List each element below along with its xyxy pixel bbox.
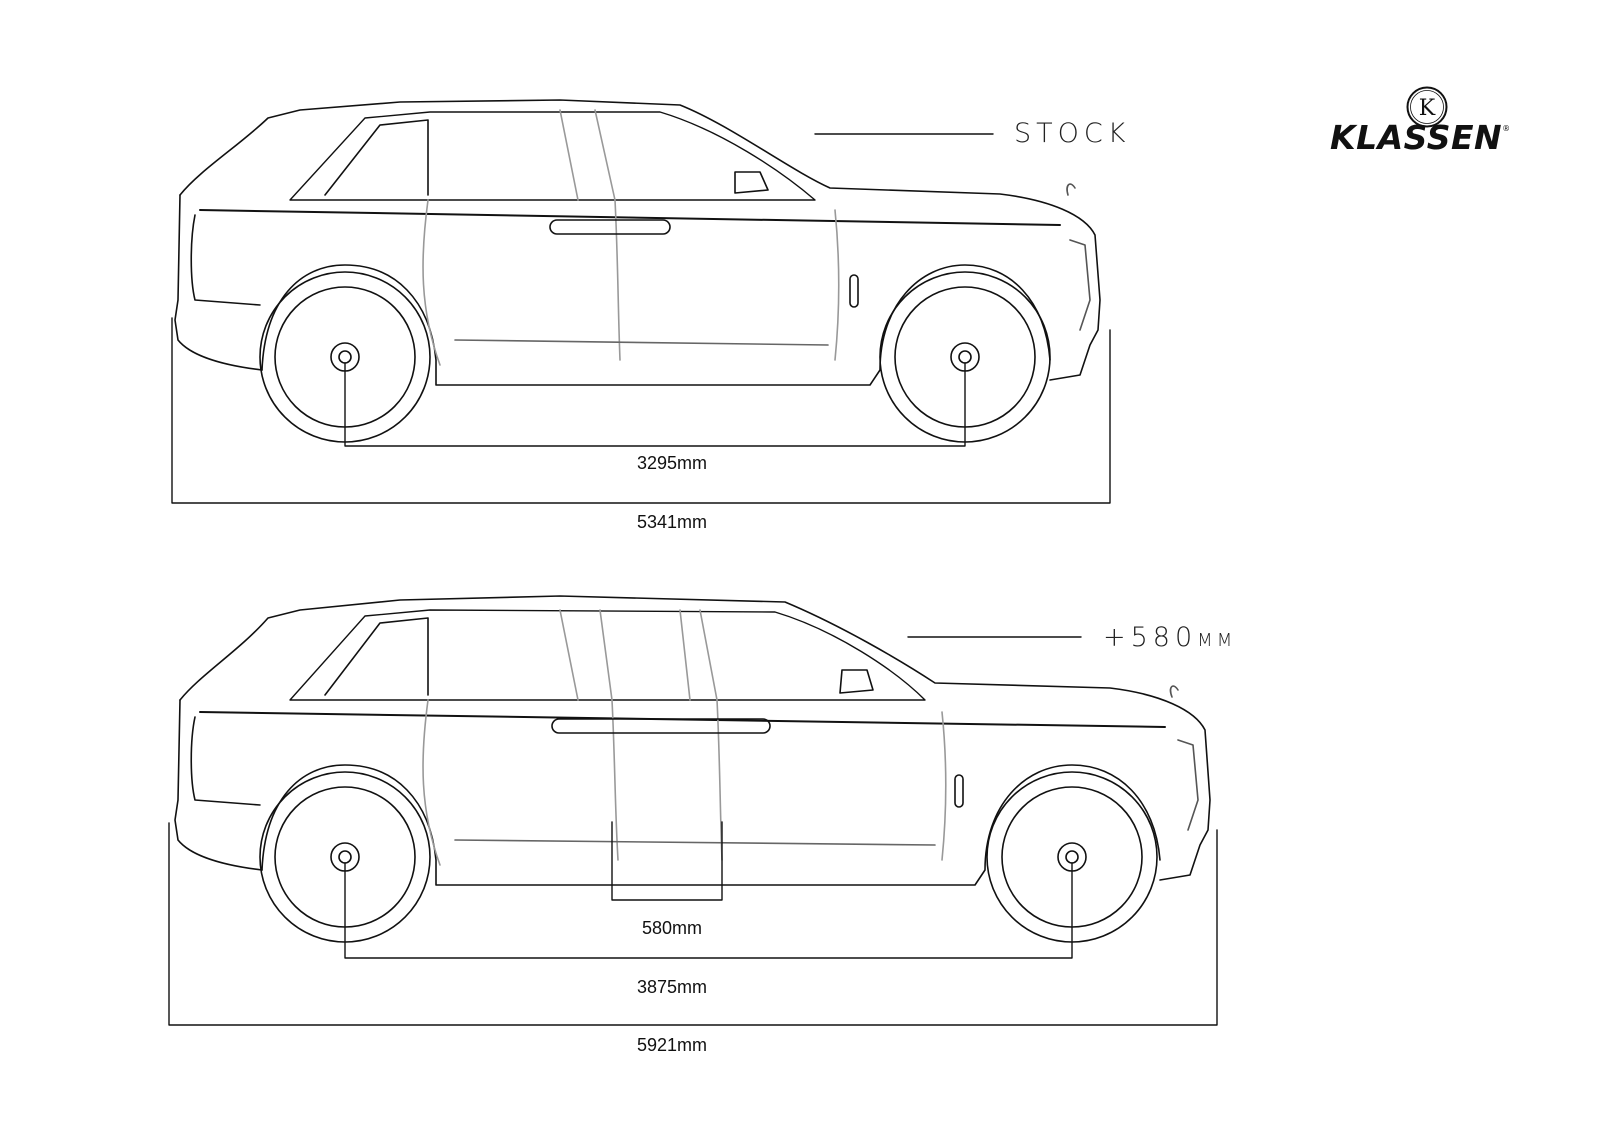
stock-length-dimension bbox=[171, 317, 1111, 504]
registered-mark: ® bbox=[1502, 124, 1511, 133]
extended-wheelbase-label: 3875mm bbox=[636, 977, 708, 997]
extended-wheelbase-dimension bbox=[344, 862, 1073, 959]
brand-emblem-icon: K bbox=[1406, 86, 1448, 128]
extended-label: +580MM bbox=[1103, 622, 1236, 653]
stock-length-label: 5341mm bbox=[636, 512, 708, 532]
stock-label-text: STOCK bbox=[1014, 118, 1131, 149]
stock-wheelbase-dimension bbox=[344, 362, 966, 447]
extended-length-label: 5921mm bbox=[636, 1035, 708, 1055]
extended-car-outline bbox=[174, 595, 1211, 943]
brand-emblem-letter: K bbox=[1419, 96, 1436, 121]
stock-label: STOCK bbox=[1014, 118, 1130, 149]
extended-label-value: +580 bbox=[1103, 622, 1198, 653]
extension-label: 580mm bbox=[641, 918, 703, 938]
stock-car-outline bbox=[174, 99, 1101, 443]
brand-wordmark: KLASSEN® bbox=[1330, 118, 1511, 157]
extended-label-unit: MM bbox=[1197, 630, 1237, 651]
extended-length-dimension bbox=[168, 822, 1218, 1026]
stock-wheelbase-label: 3295mm bbox=[636, 453, 708, 473]
extension-dimension bbox=[611, 821, 723, 901]
brand-name: KLASSEN bbox=[1330, 118, 1503, 157]
